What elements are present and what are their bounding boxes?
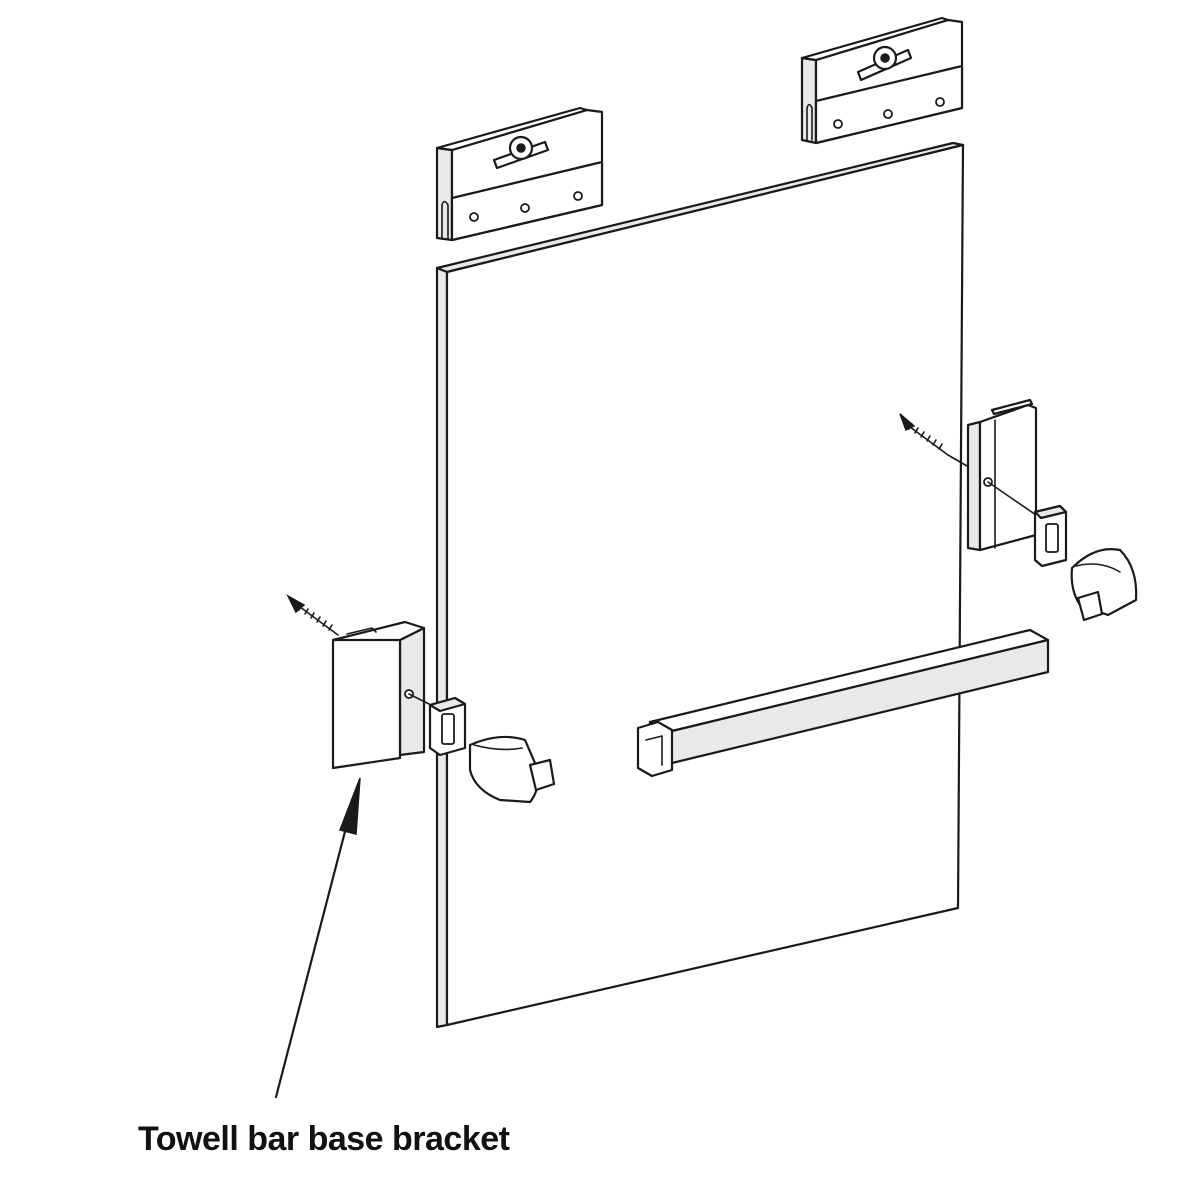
arrowhead-icon (338, 777, 361, 835)
plastic-insert-right (1033, 504, 1068, 568)
screw-icon (899, 413, 949, 456)
plastic-insert-left (428, 696, 467, 757)
wing-screw-icon (856, 45, 913, 82)
towel-bar-base-bracket (331, 620, 426, 770)
callout-label: Towell bar base bracket (138, 1120, 510, 1158)
glass-door-panel (435, 141, 965, 1029)
end-cap-right (1070, 548, 1138, 622)
callout-arrow (274, 777, 361, 1099)
top-hinge-clamp-left (435, 106, 604, 242)
top-hinge-clamp-right (800, 16, 964, 145)
end-cap-left (468, 735, 556, 804)
towel-bar-channel (636, 628, 1050, 778)
left-bracket-assembly (286, 594, 556, 804)
door-side-edge (435, 266, 449, 1029)
screw-icon (286, 594, 339, 636)
door-front-face (445, 143, 965, 1027)
right-bracket-assembly (899, 398, 1138, 622)
wing-screw-icon (492, 135, 550, 170)
